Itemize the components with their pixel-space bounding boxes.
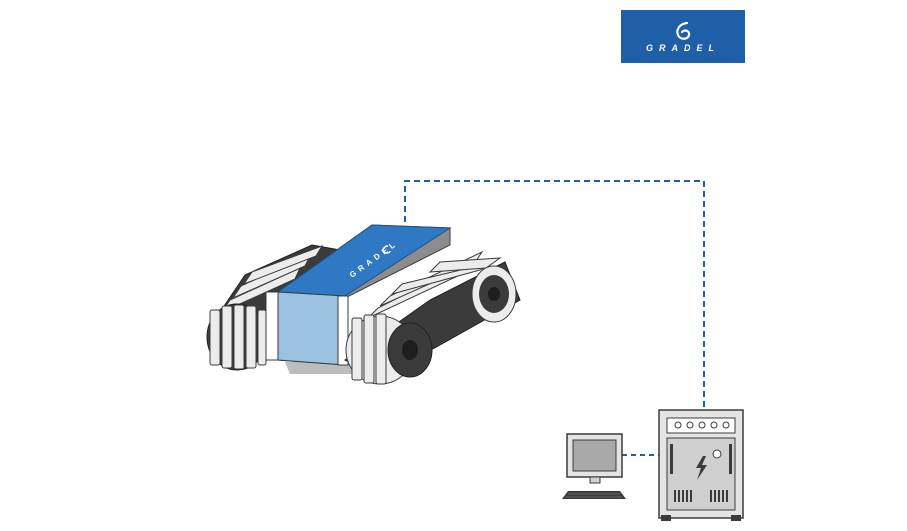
computer-workstation	[562, 433, 626, 499]
gradel-swirl-icon	[676, 21, 691, 40]
crawler-swirl-icon	[382, 245, 391, 254]
crawler-robot: GRADEL	[206, 224, 521, 385]
lightning-bolt-icon	[696, 456, 707, 480]
right-track	[344, 250, 521, 385]
gradel-logo: GRADEL	[621, 10, 745, 63]
logo-wordmark: GRADEL	[646, 43, 720, 53]
crawler-front-panel	[277, 291, 346, 366]
indicator-lights	[674, 421, 730, 429]
left-track	[206, 244, 341, 371]
crawler-cabinet-connection	[404, 180, 705, 410]
keyboard	[562, 491, 626, 499]
control-cabinet	[658, 409, 744, 521]
cabinet-vents	[674, 490, 728, 502]
